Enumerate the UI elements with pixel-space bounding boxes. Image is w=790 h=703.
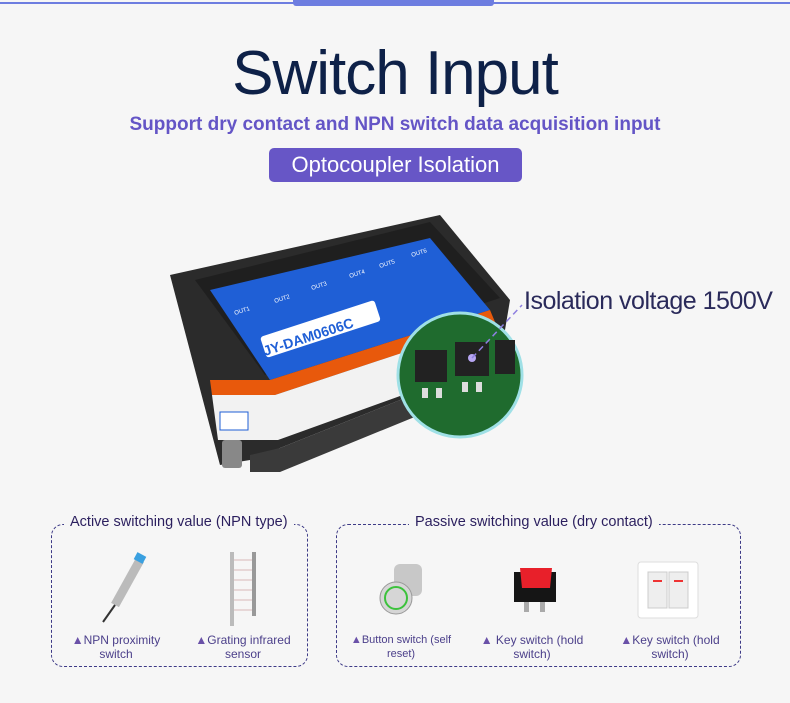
triangle-icon: ▲	[480, 633, 493, 647]
active-switching-group: Active switching value (NPN type)	[51, 514, 308, 667]
page-title: Switch Input	[232, 39, 559, 108]
triangle-icon: ▲	[71, 633, 84, 647]
caption-key-switch-rocker: ▲ Key switch (hold switch)	[467, 633, 597, 661]
feature-badge: Optocoupler Isolation	[269, 148, 522, 182]
wall-key-switch-image	[637, 561, 699, 619]
group-title: Active switching value (NPN type)	[64, 514, 294, 530]
caption-button-switch: ▲Button switch (self reset)	[341, 633, 461, 661]
caption-text: NPN proximity switch	[83, 633, 161, 661]
button-switch-image	[379, 564, 422, 615]
rocker-key-switch-image	[514, 568, 556, 612]
out-label: OUT4	[349, 269, 367, 280]
caption-text: Grating infrared sensor	[207, 633, 291, 661]
caption-npn-proximity-switch: ▲NPN proximity switch	[56, 633, 176, 661]
out-label: OUT6	[411, 248, 429, 259]
top-accent-bar	[293, 0, 494, 6]
caption-text: Button switch (self reset)	[361, 634, 452, 660]
triangle-icon: ▲	[350, 634, 362, 646]
isolation-voltage-callout: Isolation voltage 1500V	[524, 287, 773, 315]
passive-switching-group: Passive switching value (dry contact)	[336, 514, 741, 667]
out-label: OUT1	[234, 306, 252, 317]
out-label: OUT3	[311, 281, 329, 292]
grating-infrared-sensor-image	[230, 552, 256, 626]
group-title: Passive switching value (dry contact)	[409, 514, 659, 530]
triangle-icon: ▲	[195, 633, 208, 647]
npn-proximity-switch-image	[102, 552, 147, 623]
device-image: JY-DAM0606C OUT1 OUT2 OUT3 OUT4 OUT5 OUT…	[170, 215, 524, 472]
triangle-icon: ▲	[620, 633, 633, 647]
out-label: OUT5	[379, 259, 397, 270]
caption-grating-infrared-sensor: ▲Grating infrared sensor	[182, 633, 304, 661]
page-subtitle: Support dry contact and NPN switch data …	[129, 114, 661, 135]
out-label: OUT2	[274, 294, 292, 305]
caption-text: Key switch (hold switch)	[495, 633, 584, 661]
caption-key-switch-wall: ▲Key switch (hold switch)	[604, 633, 736, 661]
caption-text: Key switch (hold switch)	[632, 633, 720, 661]
